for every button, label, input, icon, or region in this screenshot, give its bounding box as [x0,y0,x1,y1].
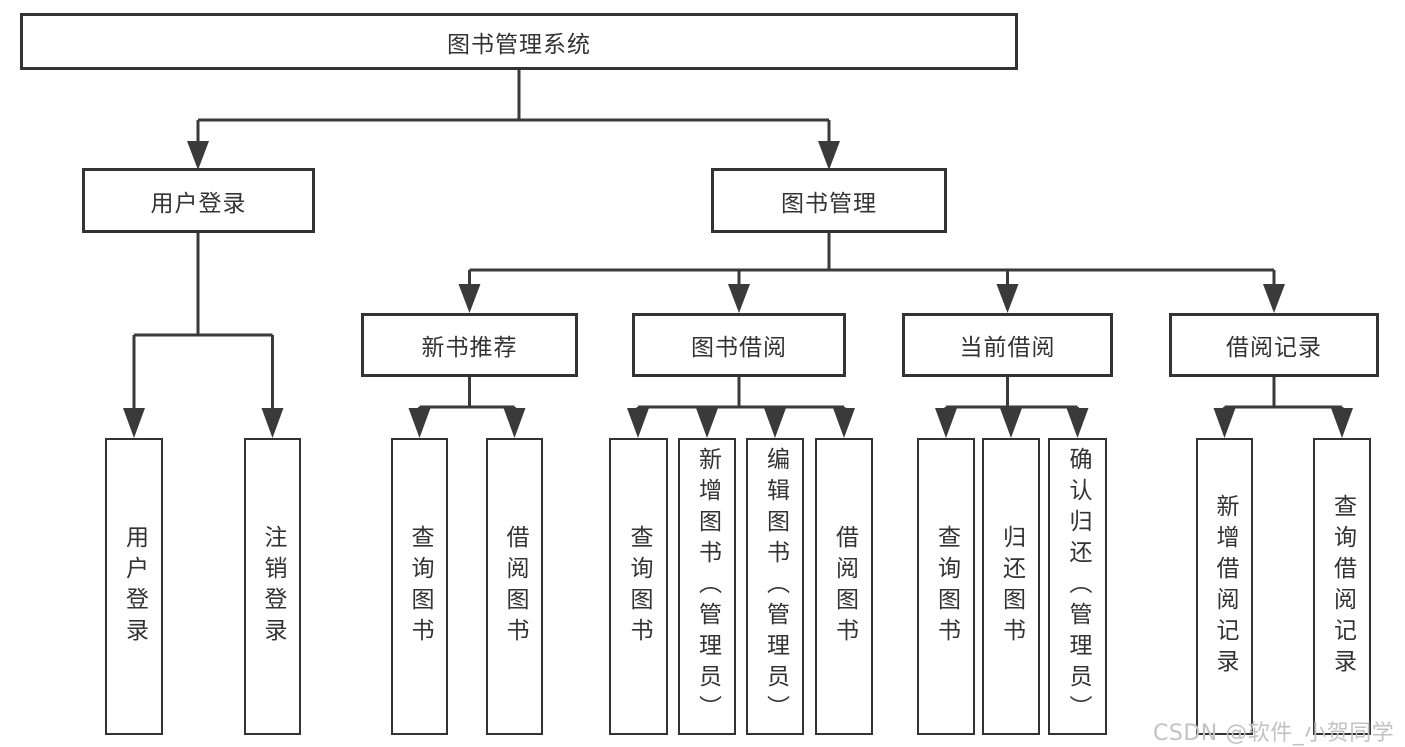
leaf-label: 查询图书 [626,524,652,649]
connector-current-to-leaves [935,377,1089,438]
connector-records-to-leaves [1213,377,1353,438]
leaf-cb-return-books: 归还图书 [982,438,1040,735]
node-book-borrowing: 图书借阅 [632,313,846,377]
leaf-label: 新增借阅记录 [1212,493,1238,680]
connector-borrow-to-leaves [627,377,855,438]
node-user-login: 用户登录 [82,168,315,233]
leaf-bb-query-books: 查询图书 [609,438,668,735]
arrowhead [408,408,431,438]
leaf-bb-borrow-books: 借阅图书 [815,438,873,735]
leaf-label: 新增图书（管理员） [694,447,721,726]
node-new-book-recommend: 新书推荐 [361,313,578,377]
leaf-label: 借阅图书 [831,524,858,649]
connector-root-to-level2 [187,70,840,170]
leaf-br-add-record: 新增借阅记录 [1196,438,1253,735]
leaf-nbr-query-books: 查询图书 [391,438,448,735]
arrowhead [627,408,649,438]
arrowhead [503,408,526,438]
node-borrowing-records: 借阅记录 [1169,313,1379,377]
arrowhead [833,408,855,438]
leaf-label: 查询图书 [407,524,433,649]
leaf-label: 查询借阅记录 [1329,493,1356,680]
leaf-cb-confirm-return-admin: 确认归还（管理员） [1048,438,1107,735]
node-book-management: 图书管理 [711,168,947,233]
arrowhead [1331,408,1353,438]
leaf-bb-add-book-admin: 新增图书（管理员） [678,438,736,735]
arrowhead [1263,284,1285,313]
arrowhead [818,141,840,170]
leaf-nbr-borrow-books: 借阅图书 [486,438,543,735]
node-label: 新书推荐 [421,335,518,361]
arrowhead [458,284,481,313]
leaf-label: 归还图书 [998,524,1025,649]
leaf-label: 用户登录 [121,524,148,649]
connector-newbook-to-leaves [408,377,526,438]
leaf-cb-query-books: 查询图书 [917,438,975,735]
arrowhead [764,408,786,438]
node-label: 当前借阅 [959,335,1056,361]
leaf-bb-edit-book-admin: 编辑图书（管理员） [746,438,804,735]
leaf-br-query-record: 查询借阅记录 [1313,438,1371,735]
connector-login-to-leaves [123,233,284,438]
arrowhead [187,141,209,170]
node-label: 用户登录 [150,190,247,217]
arrowhead [1066,408,1089,438]
node-current-borrowing: 当前借阅 [902,313,1113,377]
leaf-label: 查询图书 [933,524,960,649]
node-label: 借阅记录 [1226,335,1322,361]
connector-mgmt-to-level3 [458,233,1285,313]
arrowhead [1000,408,1022,438]
leaf-logout: 注销登录 [244,438,301,735]
node-label: 图书管理 [781,190,877,217]
arrowhead [261,408,284,438]
leaf-label: 注销登录 [260,524,286,649]
csdn-watermark: CSDN @软件_小贺同学 [1153,721,1395,746]
leaf-user-login: 用户登录 [105,438,163,735]
leaf-label: 编辑图书（管理员） [762,447,789,726]
node-root-library-system: 图书管理系统 [20,13,1018,70]
arrowhead [123,408,145,438]
leaf-label: 借阅图书 [502,524,528,649]
arrowhead [935,408,957,438]
arrowhead [1213,408,1236,438]
arrowhead [728,284,750,313]
arrowhead [996,284,1019,313]
node-label: 图书借阅 [691,335,787,361]
arrowhead [696,408,718,438]
leaf-label: 确认归还（管理员） [1065,447,1091,726]
node-label: 图书管理系统 [447,31,591,58]
